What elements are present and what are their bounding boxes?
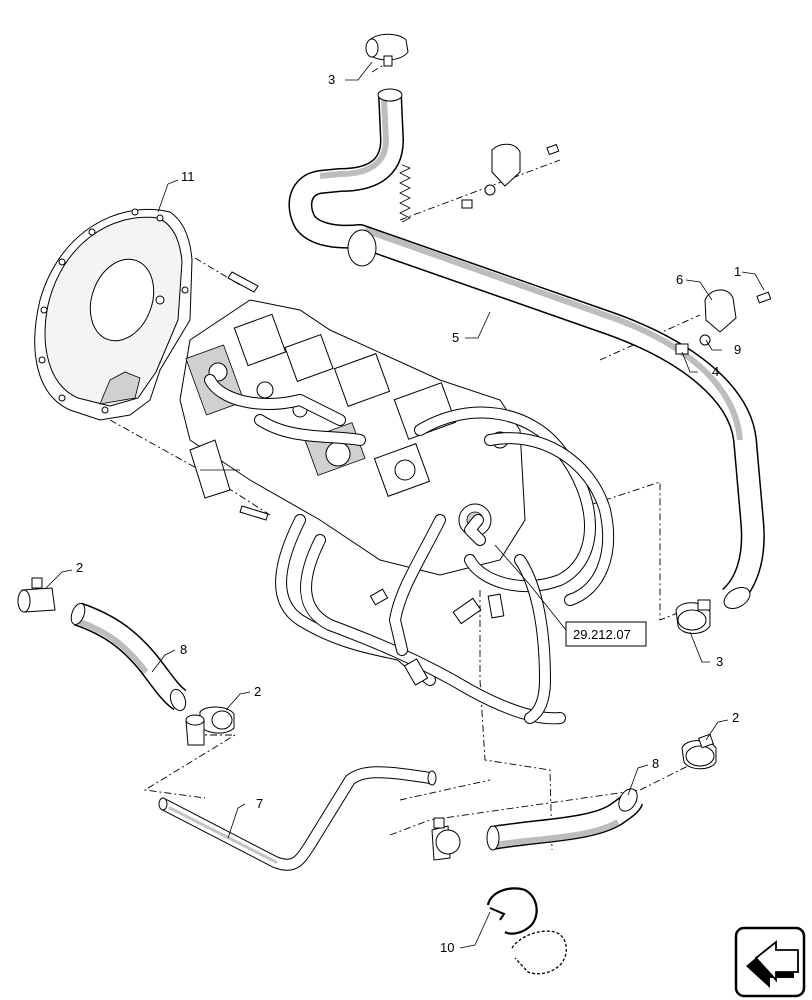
- callout-3-top: 3: [328, 72, 335, 87]
- reference-link[interactable]: 29.212.07: [565, 621, 647, 647]
- callout-2-right: 2: [732, 710, 739, 725]
- reference-label[interactable]: 29.212.07: [573, 627, 631, 642]
- hose-clamp-left: [17, 577, 56, 613]
- callout-2-mid: 2: [254, 684, 261, 699]
- callout-1: 1: [734, 264, 741, 279]
- wire-clip: [486, 887, 567, 975]
- bell-housing: [34, 208, 193, 421]
- callout-7: 7: [256, 796, 263, 811]
- center-lines: [109, 57, 701, 851]
- hose-clamp-small: [431, 817, 461, 861]
- hose-right: [486, 788, 644, 851]
- hose-clamp-right: [681, 733, 717, 770]
- callout-8-left: 8: [180, 642, 187, 657]
- callout-5: 5: [452, 330, 459, 345]
- leader-lines: [45, 61, 765, 949]
- pump-lines: [204, 374, 615, 725]
- callout-6: 6: [676, 272, 683, 287]
- bracket-right: [675, 289, 772, 355]
- hose-clamp-mid: [185, 706, 235, 746]
- bolt-holes: [38, 208, 189, 414]
- upper-hose: [288, 88, 765, 609]
- callout-9: 9: [734, 342, 741, 357]
- arrow-return-icon[interactable]: [734, 926, 806, 998]
- callout-8-right: 8: [652, 756, 659, 771]
- hose-clamp-top: [365, 33, 409, 67]
- callout-labels: 3 11 5 6 1 9 4 2 8 2 7 3 2 8 10: [76, 72, 741, 955]
- callout-11: 11: [181, 169, 195, 184]
- hose-left: [70, 602, 187, 712]
- callout-2-left: 2: [76, 560, 83, 575]
- mounting-bolt: [227, 271, 269, 521]
- metal-tube: [158, 766, 437, 871]
- spring-guard: [399, 164, 411, 223]
- bracket-top: [461, 143, 560, 209]
- callout-3-bottom: 3: [716, 654, 723, 669]
- callout-4: 4: [712, 364, 719, 379]
- callout-10: 10: [440, 940, 454, 955]
- hose-clamp-lower-right: [675, 599, 711, 634]
